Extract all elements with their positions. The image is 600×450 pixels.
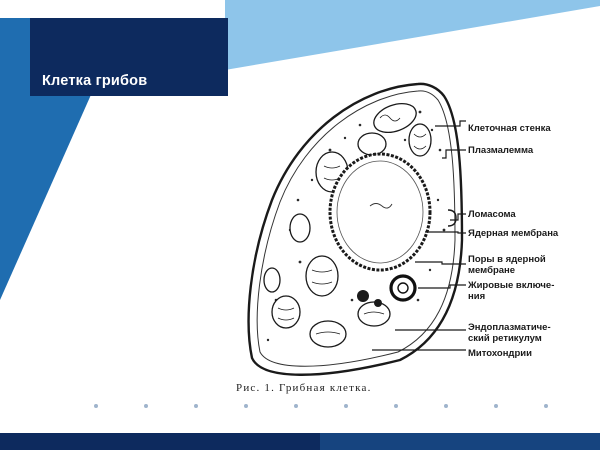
label-nuclear-membrane: Ядерная мембрана (468, 228, 559, 239)
label-mitochondria: Митохондрии (468, 348, 532, 359)
leader-lines (372, 120, 466, 351)
label-nuclear-pores-1: Поры в ядерной (468, 254, 546, 265)
chromatin (369, 203, 393, 209)
bottom-bar-right (320, 433, 600, 450)
slide-title: Клетка грибов (42, 73, 148, 89)
nuclear-membrane (328, 152, 432, 272)
title-banner (30, 18, 228, 96)
label-lipid-2: ния (468, 291, 485, 302)
plasmalemma (256, 90, 456, 367)
lipid-inclusion (357, 290, 369, 302)
lipid-inclusion (374, 299, 382, 307)
light-blue-diagonal-band (225, 0, 600, 70)
dotted-rule (94, 404, 548, 408)
mitochondria (263, 103, 432, 348)
lipid-inclusion (397, 282, 409, 294)
lomasome (447, 209, 457, 227)
label-lomasome: Ломасома (468, 209, 516, 220)
figure-caption: Рис. 1. Грибная клетка. (236, 382, 372, 394)
label-er-1: Эндоплазматиче- (468, 322, 551, 333)
label-nuclear-pores-2: мембране (468, 265, 515, 276)
label-cell-wall: Клеточная стенка (468, 123, 551, 134)
label-er-2: ский ретикулум (468, 333, 542, 344)
label-lipid-1: Жировые включе- (467, 280, 554, 291)
mitochondria-cristae (277, 114, 427, 335)
nucleoplasm-edge (336, 160, 424, 264)
label-plasmalemma: Плазмалемма (468, 145, 534, 156)
bottom-bar-left (0, 433, 320, 450)
